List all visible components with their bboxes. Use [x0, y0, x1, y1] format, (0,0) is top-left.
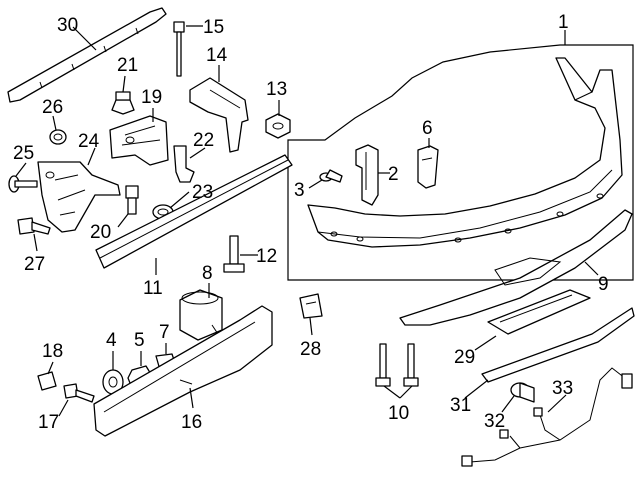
callout-28: 28	[300, 339, 321, 360]
leader-lines	[15, 25, 599, 417]
part-28-clip	[299, 293, 323, 319]
part-31-trim-strip	[481, 307, 635, 383]
callout-15: 15	[203, 17, 224, 38]
part-19-mount-bracket	[109, 115, 169, 166]
callout-25: 25	[13, 143, 34, 164]
callout-11: 11	[143, 278, 163, 299]
callout-27: 27	[24, 254, 45, 275]
part-27-bolt	[17, 217, 51, 235]
callout-8: 8	[202, 263, 213, 284]
callout-23: 23	[192, 182, 213, 203]
part-18-clip	[37, 371, 57, 391]
callout-12: 12	[256, 246, 277, 267]
part-1-bumper-cover	[307, 57, 623, 248]
callout-5: 5	[134, 330, 145, 351]
part-16-side-support	[93, 305, 273, 437]
part-21-clip	[111, 91, 135, 115]
callout-1: 1	[558, 12, 569, 33]
callout-32: 32	[484, 411, 505, 432]
callout-24: 24	[78, 131, 100, 152]
part-12-bolt	[223, 235, 245, 273]
callout-26: 26	[42, 97, 63, 118]
part-9-lower-valance	[399, 209, 633, 326]
callout-6: 6	[422, 118, 433, 139]
part-33-wiring-harness	[461, 367, 633, 467]
callout-10: 10	[388, 403, 409, 424]
part-20-bolt	[125, 185, 139, 215]
callout-2: 2	[388, 164, 399, 185]
callout-17: 17	[38, 412, 59, 433]
part-26-spacer	[49, 129, 67, 145]
callout-3: 3	[294, 180, 305, 201]
callout-14: 14	[206, 45, 228, 66]
callout-29: 29	[454, 347, 475, 368]
callout-21: 21	[117, 55, 138, 76]
part-13-nut	[265, 113, 291, 139]
part-14-energy-absorber	[189, 77, 249, 153]
callout-7: 7	[159, 322, 170, 343]
part-29-reinforcement	[487, 289, 591, 335]
part-6-guide-bracket	[417, 145, 439, 189]
callout-31: 31	[450, 395, 471, 416]
callout-4: 4	[106, 330, 117, 351]
part-17-bolt	[63, 383, 95, 403]
part-25-rivet	[8, 175, 38, 193]
part-15-stud	[173, 21, 185, 77]
part-10-bolts	[375, 343, 419, 387]
part-1-group-box	[287, 44, 634, 281]
callout-20: 20	[90, 222, 111, 243]
part-32-parking-sensor	[510, 382, 535, 403]
callout-9: 9	[598, 274, 609, 295]
callout-labels: 1 2 3 4 5 6 7 8 9 10 11 12 13 14 15 16 1…	[13, 12, 609, 433]
part-24-side-bracket	[37, 161, 121, 233]
part-30-upper-retainer	[7, 7, 167, 103]
callout-22: 22	[193, 130, 214, 151]
part-8-tow-hook-cover	[179, 289, 223, 341]
callout-13: 13	[266, 79, 287, 100]
callout-30: 30	[57, 15, 78, 36]
callout-19: 19	[141, 87, 162, 108]
callout-18: 18	[42, 341, 63, 362]
part-2-side-bracket	[355, 144, 379, 206]
part-11-impact-bar	[95, 154, 293, 269]
part-22-retainer	[173, 145, 195, 183]
callout-16: 16	[181, 412, 202, 433]
part-3-push-clip	[319, 169, 343, 183]
callout-33: 33	[552, 378, 573, 399]
